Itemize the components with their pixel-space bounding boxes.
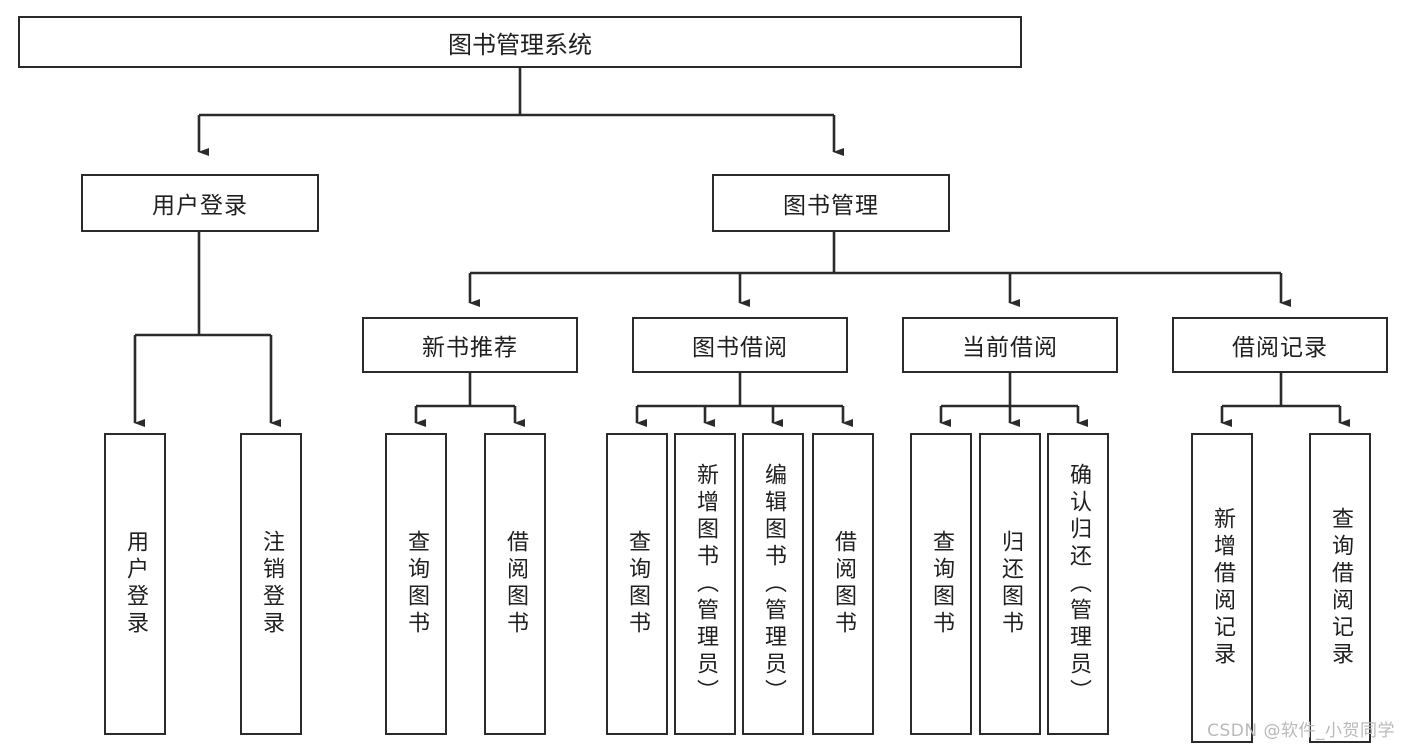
node-book-manage[interactable]: 图书管理 [712, 174, 950, 232]
node-user-login[interactable]: 用户登录 [81, 174, 319, 232]
node-label: 图书管理 [783, 193, 879, 219]
node-leaf-add-record[interactable]: 新增借阅记录 [1191, 433, 1253, 743]
node-borrow-record[interactable]: 借阅记录 [1172, 317, 1388, 373]
node-label: 图书借阅 [692, 335, 788, 361]
csdn-watermark: CSDN @软件_小贺同学 [1207, 721, 1395, 741]
node-label: 注销登录 [259, 530, 284, 638]
node-label: 借阅图书 [831, 530, 856, 638]
node-label: 当前借阅 [962, 335, 1058, 361]
node-leaf-logout[interactable]: 注销登录 [240, 433, 302, 735]
node-root-book-management-system[interactable]: 图书管理系统 [18, 16, 1022, 68]
node-label: 查询借阅记录 [1328, 507, 1353, 669]
node-new-book-recommend[interactable]: 新书推荐 [362, 317, 578, 373]
node-book-borrow[interactable]: 图书借阅 [632, 317, 848, 373]
node-label: 新书推荐 [422, 335, 518, 361]
node-label: 归还图书 [998, 530, 1023, 638]
node-label: 借阅图书 [503, 530, 528, 638]
node-current-borrow[interactable]: 当前借阅 [902, 317, 1118, 373]
node-leaf-return-book[interactable]: 归还图书 [979, 433, 1041, 735]
node-label: 图书管理系统 [448, 30, 592, 59]
node-label: 新增借阅记录 [1210, 507, 1235, 669]
node-leaf-user-login[interactable]: 用户登录 [104, 433, 166, 735]
node-label: 用户登录 [152, 193, 248, 219]
node-leaf-confirm-return[interactable]: 确认归还（管理员） [1047, 433, 1109, 735]
node-leaf-query-record[interactable]: 查询借阅记录 [1309, 433, 1371, 743]
node-leaf-query-book-2[interactable]: 查询图书 [606, 433, 668, 735]
node-leaf-add-book[interactable]: 新增图书（管理员） [674, 433, 736, 735]
node-label: 新增图书（管理员） [693, 462, 718, 706]
node-label: 确认归还（管理员） [1066, 462, 1091, 706]
node-label: 查询图书 [625, 530, 650, 638]
node-leaf-query-book-1[interactable]: 查询图书 [385, 433, 447, 735]
node-leaf-borrow-book-2[interactable]: 借阅图书 [812, 433, 874, 735]
node-label: 查询图书 [404, 530, 429, 638]
node-label: 编辑图书（管理员） [761, 462, 786, 706]
node-label: 查询图书 [929, 530, 954, 638]
node-leaf-edit-book[interactable]: 编辑图书（管理员） [742, 433, 804, 735]
node-label: 用户登录 [123, 530, 148, 638]
node-leaf-query-book-3[interactable]: 查询图书 [910, 433, 972, 735]
node-label: 借阅记录 [1232, 335, 1328, 361]
node-leaf-borrow-book-1[interactable]: 借阅图书 [484, 433, 546, 735]
